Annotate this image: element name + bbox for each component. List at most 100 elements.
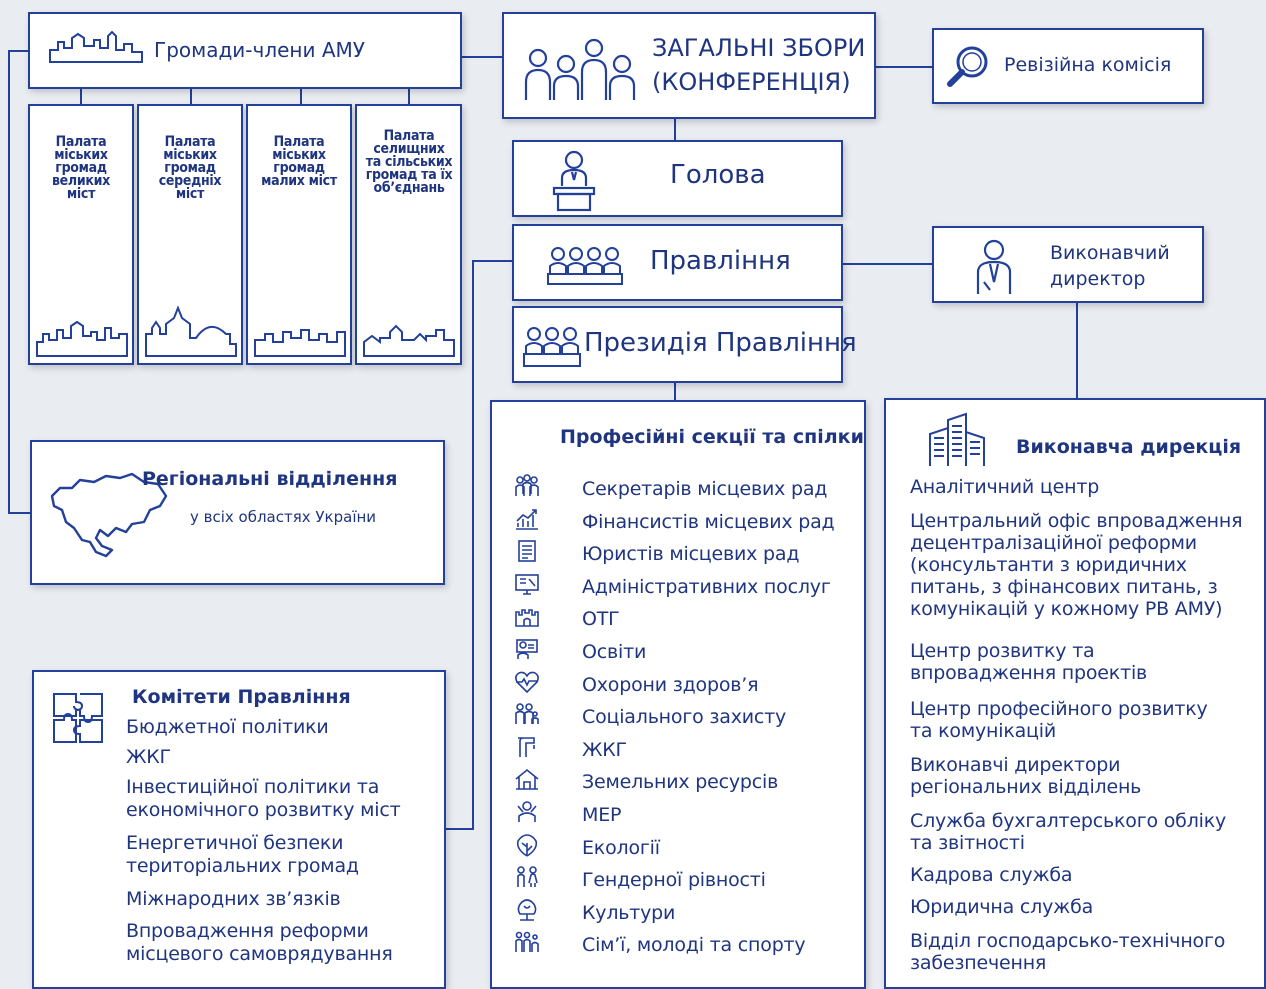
committee-item-line: ЖКГ [126, 746, 171, 768]
directorate-title: Виконавча дирекція [1016, 436, 1242, 458]
exec-director-line1: Виконавчий [1050, 242, 1170, 264]
directorate-item-line: Виконавчі директори [910, 754, 1121, 776]
connector-members-meeting [460, 56, 504, 58]
village-skyline-icon [362, 318, 456, 358]
section-item-label: Культури [582, 901, 676, 924]
committee-item: ЖКГ [126, 746, 171, 769]
exec-director-line2: директор [1050, 268, 1146, 290]
ukraine-map-icon [46, 466, 170, 558]
connector-members-left [8, 50, 30, 52]
committee-item-line: Бюджетної політики [126, 716, 329, 738]
committee-item-line: економічного розвитку міст [126, 799, 401, 821]
directorate-item-line: та комунікацій [910, 720, 1057, 742]
section-item-label: Земельних ресурсів [582, 771, 779, 794]
members-title: Громади-члени АМУ [154, 38, 365, 62]
members-box: Громади-члени АМУ [28, 12, 462, 89]
connector-presidium-sections [674, 381, 676, 403]
board-label: Правління [650, 246, 791, 276]
directorate-item-line: Служба бухгалтерського обліку [910, 810, 1227, 832]
connector-left-vertical [8, 50, 10, 513]
city-skyline-icon [48, 28, 144, 64]
section-item-label: Юристів місцевих рад [582, 543, 800, 566]
directorate-item-line: Центр професійного розвитку [910, 698, 1208, 720]
committee-item-line: місцевого самоврядування [126, 943, 393, 965]
directorate-item-line: та звітності [910, 832, 1025, 854]
connector-board-director [842, 263, 934, 265]
house-land-icon [514, 767, 540, 791]
document-icon [514, 539, 540, 563]
committee-item-line: Інвестиційної політики та [126, 776, 380, 798]
audit-box: Ревізійна комісія [932, 28, 1204, 104]
chamber-label-3: Палата міських громад малих міст [261, 134, 337, 189]
service-screen-icon [514, 572, 540, 596]
chamber-box-1: Палата міських громад великих міст [28, 104, 134, 365]
committee-item: Міжнародних зв’язків [126, 888, 341, 911]
section-item-label: Освіти [582, 641, 647, 663]
directorate-item-line: регіональних відділень [910, 776, 1142, 798]
directorate-item: Юридична служба [910, 896, 1093, 918]
heart-pulse-icon [514, 670, 540, 694]
chamber-label-4: Палата селищних та сільських громад та ї… [365, 128, 453, 196]
regional-title: Регіональні відділення [142, 468, 398, 490]
section-item-label: Охорони здоров’я [582, 673, 759, 696]
connector-director-directorate [1076, 301, 1078, 401]
church-skyline-icon [144, 304, 238, 358]
connector-meeting-head [674, 118, 676, 142]
chamber-box-4: Палата селищних та сільських громад та ї… [355, 104, 462, 365]
directorate-item-line: впровадження проектів [910, 662, 1148, 684]
directorate-item-line: Центр розвитку та [910, 640, 1095, 662]
general-meeting-line1: ЗАГАЛЬНІ ЗБОРИ [652, 34, 866, 62]
connector-chamber-2 [190, 88, 192, 106]
town-skyline-icon [253, 318, 347, 358]
connector-board-committees-h [472, 260, 514, 262]
presidium-box: Президія Правління [512, 306, 857, 383]
committee-item-line: територіальних громад [126, 855, 359, 877]
chamber-box-2: Палата міських громад середніх міст [137, 104, 243, 365]
culture-icon [514, 898, 540, 922]
office-building-icon [928, 412, 988, 468]
directorate-item-line: Аналітичний центр [910, 476, 1100, 498]
committees-title: Комітети Правління [132, 686, 351, 708]
tap-icon [514, 735, 540, 759]
connector-board-committees-v [472, 260, 474, 830]
committee-item: Бюджетної політики [126, 716, 329, 739]
connector-regional-left [8, 512, 32, 514]
directorate-item-line: Кадрова служба [910, 864, 1073, 886]
chamber-label-2: Палата міських громад середніх міст [158, 134, 222, 202]
leaf-icon [514, 833, 540, 857]
gender-icon [514, 865, 540, 889]
section-item-label: МЕР [582, 804, 622, 826]
section-item-label: Сім’ї, молоді та спорту [582, 934, 806, 957]
committee-item-line: Енергетичної безпеки [126, 832, 344, 854]
family-icon [514, 702, 540, 726]
general-meeting-box: ЗАГАЛЬНІ ЗБОРИ (КОНФЕРЕНЦІЯ) [502, 12, 876, 119]
audit-label: Ревізійна комісія [1004, 54, 1172, 76]
presidium-label: Президія Правління [584, 328, 857, 358]
magnifier-icon [944, 42, 992, 90]
mayor-icon [514, 800, 540, 824]
exec-director-box: Виконавчий директор [932, 226, 1204, 303]
directorate-item-line: децентралізаційної реформи [910, 532, 1197, 554]
section-item-label: ОТГ [582, 608, 620, 631]
head-label: Голова [670, 160, 766, 190]
chamber-label-1: Палата міських громад великих міст [52, 134, 110, 202]
family-group-icon [514, 930, 540, 954]
section-item-label: Фінансистів місцевих рад [582, 510, 835, 533]
head-box: Голова [512, 140, 843, 217]
committee-item-line: Впровадження реформи [126, 920, 369, 942]
directorate-item-line: питань, з фінансових питань, з [910, 576, 1218, 598]
speaker-podium-icon [550, 148, 600, 212]
connector-meeting-audit [875, 66, 934, 68]
connector-chamber-3 [300, 88, 302, 106]
castle-icon [514, 604, 540, 628]
presidium-table-icon [522, 326, 582, 368]
city-skyline-icon [35, 312, 129, 358]
